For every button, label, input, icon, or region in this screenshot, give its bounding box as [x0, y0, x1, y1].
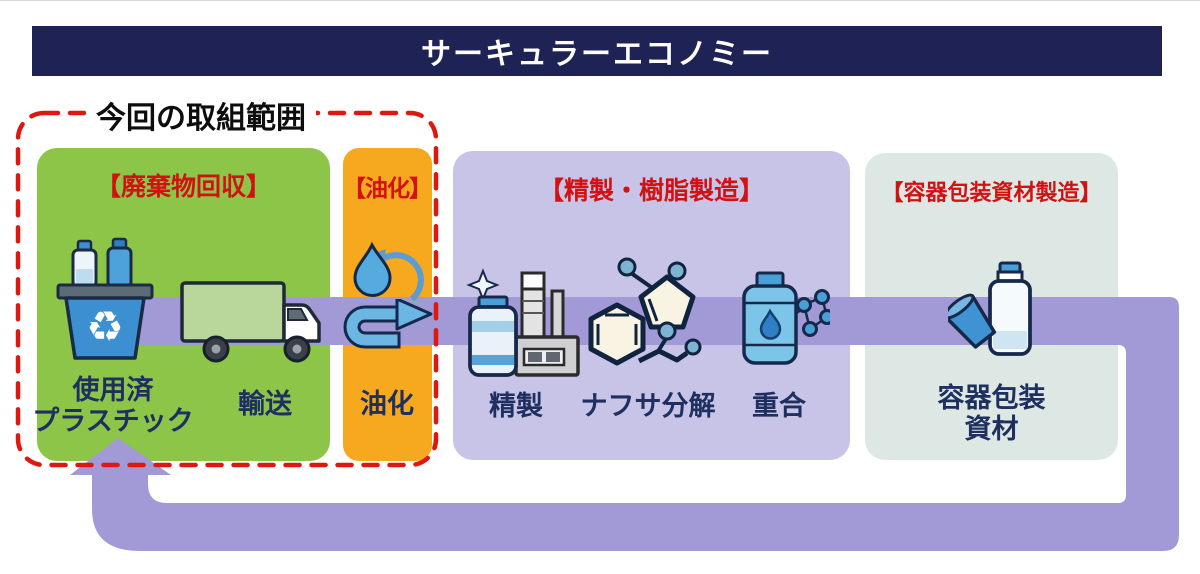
atom: [657, 321, 677, 341]
u-turn-arrow-icon: [343, 299, 433, 349]
bond-zigzag: [637, 348, 689, 364]
base-window: [528, 352, 542, 362]
used-plastic-line1: 使用済: [72, 375, 154, 405]
used-plastic-label: 使用済 プラスチック: [18, 375, 208, 437]
benzene-ring: [588, 302, 646, 366]
title-banner: サーキュラーエコノミー: [32, 26, 1162, 76]
bottle-liquid: [76, 269, 93, 284]
atom: [617, 257, 637, 277]
cup-rim: [948, 293, 975, 320]
oil-conversion-label: 油化: [360, 389, 414, 419]
double-bond: [647, 298, 659, 322]
bond: [629, 271, 653, 289]
base-window: [546, 352, 560, 362]
truck-icon: [180, 281, 321, 363]
atom: [667, 261, 687, 281]
wheel-hub: [211, 344, 221, 354]
canister-band: [472, 355, 514, 365]
bin-body: [64, 296, 146, 360]
atom: [802, 321, 818, 337]
oil-box-header: 【油化】: [343, 175, 432, 201]
packaging-material-label: 容器包装 資材: [926, 383, 1057, 445]
refinery-icon: [466, 268, 580, 377]
packaging-bottle-cup-icon: [948, 261, 1032, 356]
scope-label: 今回の取組範囲: [86, 93, 316, 137]
arrow-shaft: [346, 308, 404, 346]
atom: [684, 338, 702, 356]
tower-top: [520, 271, 546, 291]
circular-arrow: [378, 252, 424, 302]
molecule-icon: [588, 257, 702, 366]
bottle-tint: [993, 331, 1027, 349]
waste-box-header: 【廃棄物回収】: [95, 173, 271, 201]
packaging-box-header: 【容器包装資材製造】: [881, 180, 1102, 205]
naphtha-cracking-label: ナフサ分解: [580, 391, 716, 421]
packaging-label-line2: 資材: [964, 414, 1019, 445]
polymerization-label: 重合: [752, 391, 806, 421]
canister-outline: [468, 305, 518, 377]
bottle-outline: [988, 279, 1032, 356]
polymer-bottle-icon: [742, 271, 830, 365]
refining-box-header: 【精製・樹脂製造】: [538, 177, 764, 205]
drop-icon: [759, 308, 782, 340]
wheel-hub: [292, 344, 302, 354]
atom: [814, 289, 830, 305]
recycle-bin-icon: ♻: [56, 237, 154, 360]
canister-band: [472, 321, 514, 332]
refining-step-label: 精製: [489, 391, 543, 421]
used-plastic-line2: プラスチック: [32, 406, 194, 437]
arrow-head: [395, 299, 433, 331]
atom: [819, 309, 830, 325]
transport-label: 輸送: [238, 389, 292, 419]
cup-icon: [948, 293, 997, 349]
recycle-symbol-icon: ♻: [86, 303, 124, 350]
packaging-label-line1: 容器包装: [937, 383, 1046, 413]
oil-drop: [353, 241, 392, 297]
oil-drop-recycle-icon: [353, 241, 424, 302]
diagram-title: サーキュラーエコノミー: [421, 38, 773, 71]
truck-window: [287, 308, 309, 321]
